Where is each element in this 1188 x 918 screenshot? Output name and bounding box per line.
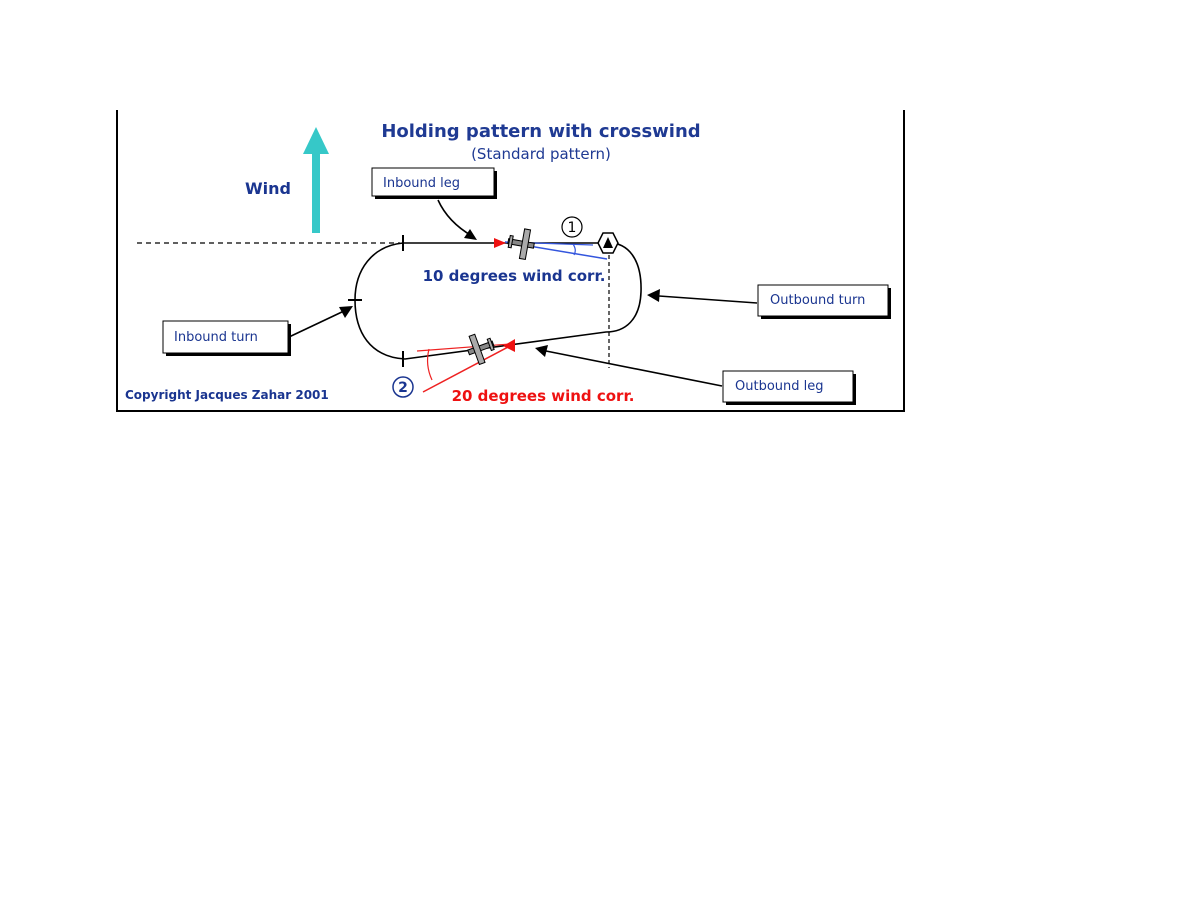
callout-inbound-turn-label: Inbound turn — [174, 330, 258, 345]
callout-arrow — [288, 306, 353, 338]
copyright-text: Copyright Jacques Zahar 2001 — [125, 388, 329, 402]
outbound-direction-arrow — [503, 339, 515, 352]
station-icon — [597, 232, 619, 254]
marker-two-circle — [392, 376, 414, 398]
airplane-icon — [507, 228, 535, 261]
callout-outbound-leg-label: Outbound leg — [735, 379, 824, 394]
outbound-drift-line — [416, 343, 511, 352]
callout-inbound-turn: Inbound turn — [162, 320, 291, 356]
outbound-heading-line — [422, 345, 511, 393]
holding-track — [354, 242, 642, 360]
inbound-direction-arrow — [494, 238, 506, 248]
marker-two: 2 — [398, 380, 408, 396]
inbound-correction-arc — [572, 243, 576, 256]
diagram-title: Holding pattern with crosswind — [381, 121, 700, 142]
callout-outbound-turn-label: Outbound turn — [770, 293, 865, 308]
outbound-correction-label: 20 degrees wind corr. — [452, 387, 635, 405]
callout-inbound-leg-label: Inbound leg — [383, 176, 460, 191]
diagram-subtitle: (Standard pattern) — [471, 145, 611, 163]
callout-outbound-turn: Outbound turn — [757, 284, 891, 319]
callout-outbound-leg: Outbound leg — [722, 370, 856, 405]
outbound-correction-arc — [426, 348, 433, 381]
wind-arrow-icon — [303, 127, 329, 233]
callout-arrow — [535, 345, 723, 387]
airplane-icon — [467, 333, 495, 366]
callout-arrow — [437, 199, 477, 240]
marker-one-circle — [561, 216, 583, 238]
inbound-correction-label: 10 degrees wind corr. — [423, 267, 606, 285]
marker-one: 1 — [568, 220, 577, 236]
callout-arrow — [647, 289, 758, 304]
callout-inbound-leg: Inbound leg — [371, 167, 497, 199]
wind-label: Wind — [245, 179, 291, 198]
